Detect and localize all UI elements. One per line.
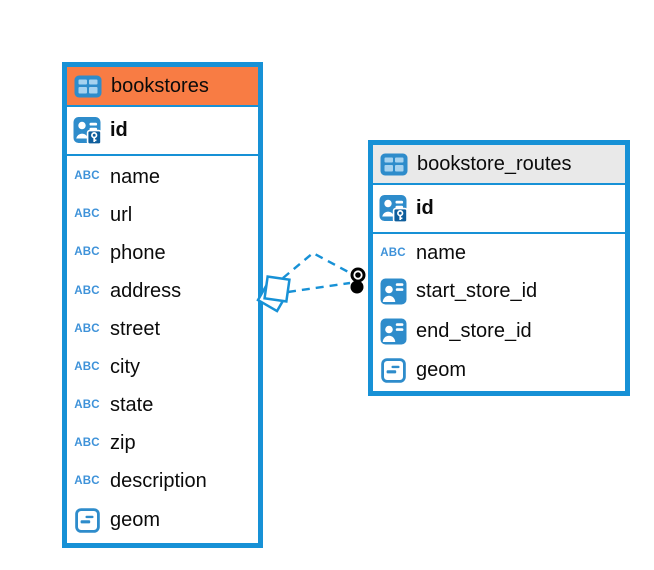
column-row-id[interactable]: id bbox=[67, 107, 258, 154]
pk-divider bbox=[373, 232, 625, 234]
column-row-address[interactable]: ABC address bbox=[67, 272, 258, 310]
text-type-icon: ABC bbox=[74, 208, 100, 221]
column-row-geom[interactable]: geom bbox=[67, 501, 258, 541]
primary-key-icon bbox=[377, 194, 409, 223]
column-row-state[interactable]: ABC state bbox=[67, 387, 258, 425]
column-name: name bbox=[110, 165, 161, 188]
column-row-street[interactable]: ABC street bbox=[67, 310, 258, 348]
pk-divider bbox=[67, 154, 258, 156]
text-type-icon: ABC bbox=[74, 284, 100, 297]
geometry-type-icon bbox=[71, 508, 103, 534]
text-type-icon: ABC bbox=[74, 436, 100, 449]
table-header-bookstores[interactable]: bookstores bbox=[67, 67, 258, 105]
relationship-line bbox=[287, 281, 351, 294]
text-type-icon: ABC bbox=[74, 475, 100, 488]
text-type-icon: ABC bbox=[74, 322, 100, 335]
text-type-icon: ABC bbox=[74, 246, 100, 259]
relationship-end-dot-marker bbox=[350, 267, 366, 294]
text-type-icon: ABC bbox=[74, 398, 100, 411]
header-divider bbox=[67, 105, 258, 107]
column-name: address bbox=[110, 279, 182, 302]
column-name: city bbox=[110, 356, 140, 379]
column-name: start_store_id bbox=[416, 280, 538, 303]
column-row-city[interactable]: ABC city bbox=[67, 348, 258, 386]
column-row-start-store-id[interactable]: start_store_id bbox=[373, 272, 625, 312]
table-title: bookstores bbox=[111, 74, 209, 97]
column-name: end_store_id bbox=[416, 319, 532, 342]
column-row-id[interactable]: id bbox=[373, 185, 625, 232]
reference-type-icon bbox=[377, 318, 409, 345]
reference-type-icon bbox=[377, 278, 409, 305]
column-name: zip bbox=[110, 432, 136, 455]
column-row-phone[interactable]: ABC phone bbox=[67, 234, 258, 272]
column-name: id bbox=[110, 119, 128, 141]
table-icon bbox=[378, 153, 410, 176]
table-bookstore-routes[interactable]: bookstore_routes id bbox=[368, 140, 630, 396]
geometry-type-icon bbox=[377, 357, 409, 383]
text-type-icon: ABC bbox=[74, 170, 100, 183]
column-name: description bbox=[110, 470, 207, 493]
column-row-geom[interactable]: geom bbox=[373, 351, 625, 389]
table-icon bbox=[72, 75, 104, 98]
column-row-description[interactable]: ABC description bbox=[67, 463, 258, 501]
column-row-name[interactable]: ABC name bbox=[67, 158, 258, 196]
primary-key-icon bbox=[71, 116, 103, 145]
column-name: id bbox=[416, 197, 434, 219]
column-name: name bbox=[416, 242, 467, 265]
table-header-bookstore-routes[interactable]: bookstore_routes bbox=[373, 145, 625, 183]
column-name: phone bbox=[110, 241, 166, 264]
relationship-line bbox=[282, 251, 353, 279]
column-name: geom bbox=[416, 358, 467, 381]
column-list: ABC name start_store_id bbox=[373, 234, 625, 391]
text-type-icon: ABC bbox=[74, 360, 100, 373]
column-name: geom bbox=[110, 509, 161, 532]
column-name: state bbox=[110, 394, 154, 417]
column-row-url[interactable]: ABC url bbox=[67, 196, 258, 234]
column-name: url bbox=[110, 203, 133, 226]
column-row-zip[interactable]: ABC zip bbox=[67, 425, 258, 463]
text-type-icon: ABC bbox=[380, 247, 406, 260]
column-row-name[interactable]: ABC name bbox=[373, 236, 625, 272]
table-title: bookstore_routes bbox=[417, 152, 572, 175]
column-row-end-store-id[interactable]: end_store_id bbox=[373, 312, 625, 352]
header-divider bbox=[373, 183, 625, 185]
column-list: ABC name ABC url ABC phone ABC address A… bbox=[67, 156, 258, 543]
table-bookstores[interactable]: bookstores id ABC bbox=[62, 62, 263, 548]
column-name: street bbox=[110, 317, 161, 340]
